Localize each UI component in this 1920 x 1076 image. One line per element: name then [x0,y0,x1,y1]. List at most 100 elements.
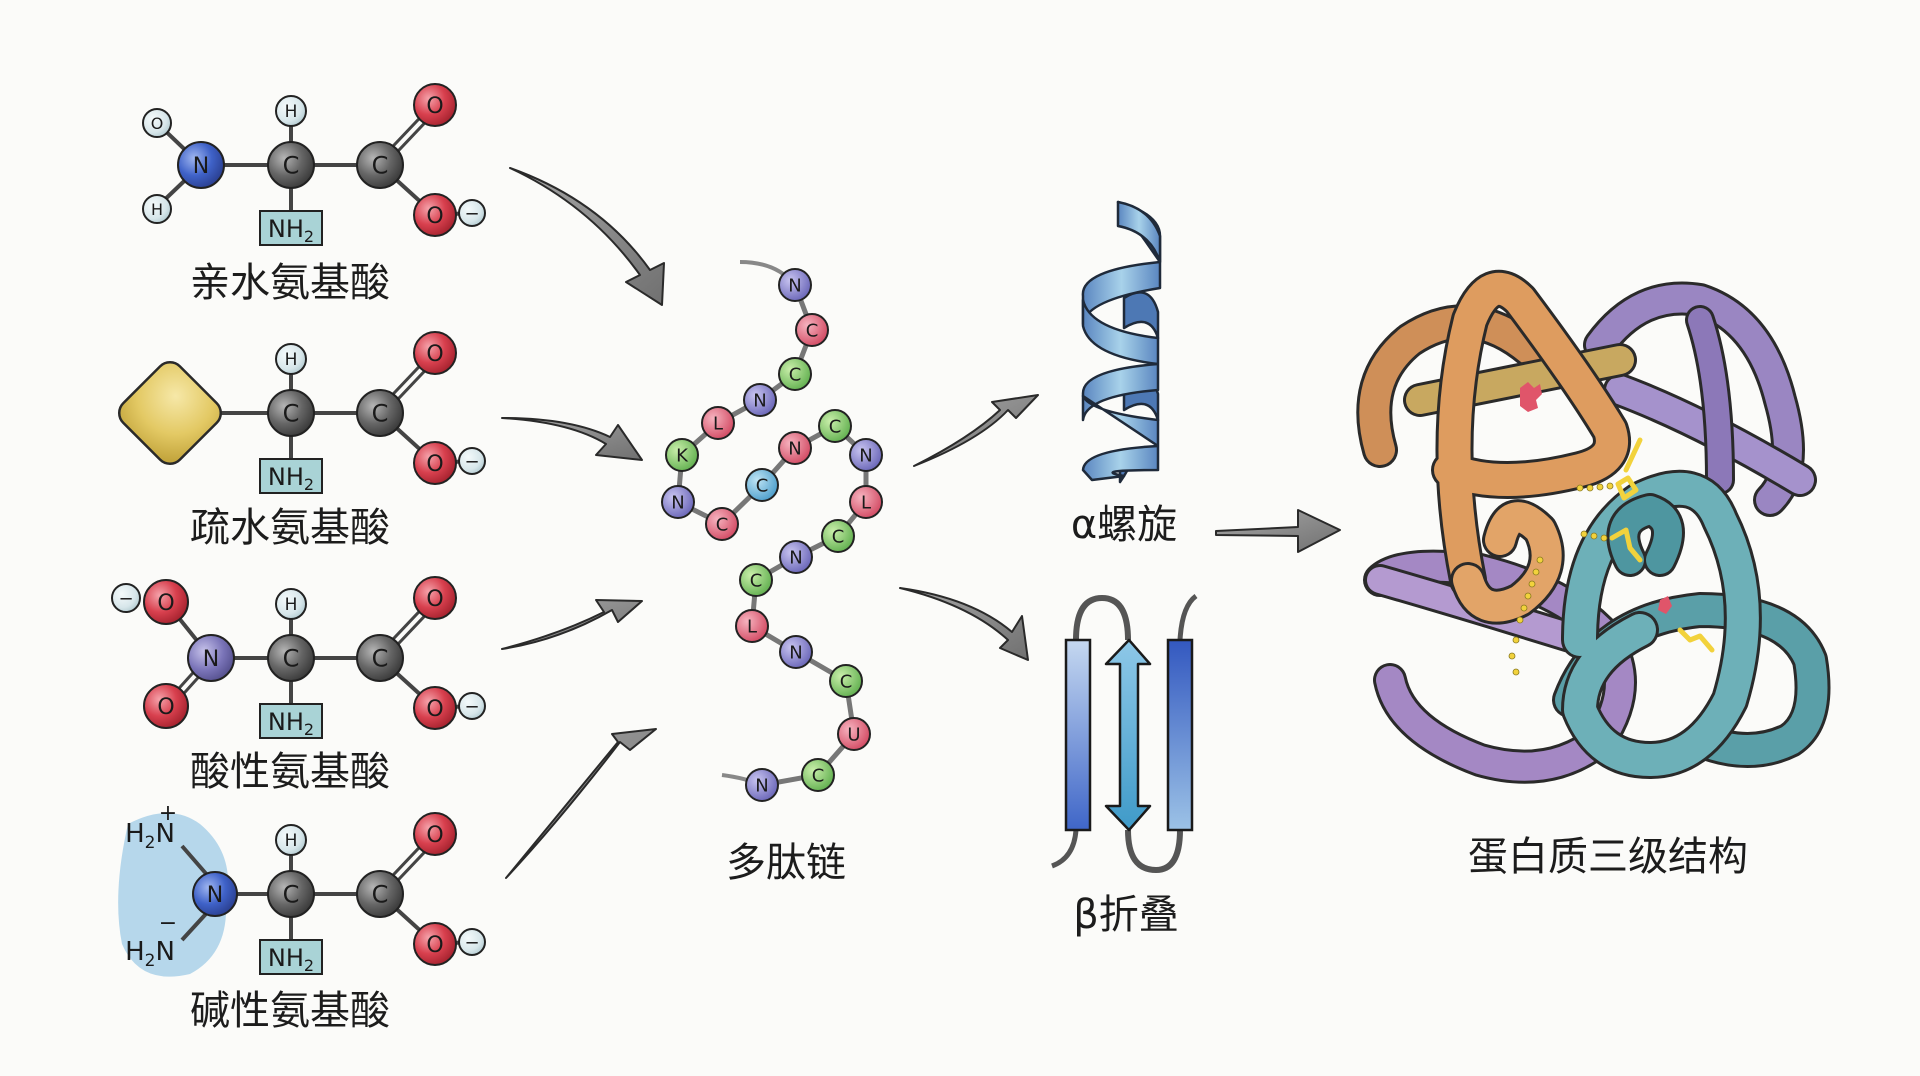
residue-c: C [745,468,779,502]
process-arrows [501,167,1341,879]
alpha-hydrogen-atom: H [275,588,307,620]
residue-n: N [778,431,812,465]
alpha-carbon-atom: C [267,141,315,189]
alpha-hydrogen-atom-sphere [275,824,307,856]
alpha-hydrogen-atom-sphere [275,588,307,620]
oxygen-atom: O [143,683,189,729]
carboxyl-carbon-atom: C [356,141,404,189]
carboxyl-carbon-atom-sphere [356,634,404,682]
carboxyl-carbon-atom: C [356,870,404,918]
residue-n-symbol: N [755,775,768,796]
carboxyl-oxygen-atom-sphere [413,686,457,730]
alpha-carbon-atom-sphere [267,634,315,682]
residue-l-sphere [849,485,883,519]
amine-box-bg [259,939,323,975]
carboxyl-oxygen-atom-symbol: O [426,697,443,722]
carboxyl-oxygen-atom: O [413,441,457,485]
oxygen-atom-sphere [143,683,189,729]
residue-c: C [801,758,835,792]
label-hydrophobic: 疏水氨基酸 [190,505,390,551]
residue-c-symbol: C [812,765,825,786]
residue-c-sphere [745,468,779,502]
arrow-hydrophilic-to-chain [509,167,665,306]
label-basic: 碱性氨基酸 [190,988,390,1034]
negative-charge: − [458,199,486,227]
oxygen-atom-sphere [143,579,189,625]
basic-side-group-cloud [118,813,229,977]
residue-c: C [778,357,812,391]
amine-bottom-group: H2N [125,937,175,971]
residue-l-sphere [701,406,735,440]
negative-charge-sphere [111,583,141,613]
carboxyl-oxygen-atom-symbol: O [426,933,443,958]
arrow-chain-to-sheet [899,587,1029,661]
oxygen-side-atom: O [142,108,172,138]
positive-charge: + [159,801,177,826]
nitrogen-atom-symbol: N [203,647,219,672]
oxygen-atom-symbol: O [157,695,174,720]
alpha-carbon-atom-symbol: C [283,645,300,673]
label-beta-sheet: β折叠 [1073,892,1179,938]
carbonyl-oxygen-atom-symbol: O [426,823,443,848]
residue-n-sphere [745,768,779,802]
residue-n-symbol: N [788,275,801,296]
residue-c-sphere [821,519,855,553]
negative-charge: − [458,928,486,956]
nitrogen-atom: N [177,141,225,189]
carbonyl-oxygen-atom: O [413,576,457,620]
negative-charge-symbol: − [118,588,133,609]
carbonyl-oxygen-atom-sphere [413,83,457,127]
residue-c: C [795,313,829,347]
helix-back-1 [1122,291,1160,340]
residue-c-sphere [795,313,829,347]
carboxyl-oxygen-atom-sphere [413,193,457,237]
negative-charge: − [159,911,177,936]
hydrogen-bond-dots [1508,482,1614,676]
residue-u: U [837,717,871,751]
arrow-basic-to-chain [505,728,657,879]
carboxyl-carbon-atom: C [356,389,404,437]
helix-front-2 [1081,298,1160,422]
residue-k-symbol: K [676,445,689,466]
carboxyl-oxygen-atom: O [413,686,457,730]
carboxyl-oxygen-atom: O [413,193,457,237]
carboxyl-carbon-atom-sphere [356,870,404,918]
residue-c: C [818,409,852,443]
residue-c-sphere [801,758,835,792]
amine-group-box: NH2 [259,210,323,246]
residue-n-sphere [778,268,812,302]
alpha-carbon-atom: C [267,870,315,918]
residue-l-symbol: L [747,616,757,637]
carboxyl-carbon-atom-symbol: C [372,400,389,428]
residue-l-sphere [735,609,769,643]
label-acidic: 酸性氨基酸 [190,749,390,795]
hydrogen-side-atom-symbol: H [151,200,163,219]
sheet-strand-right [1166,638,1194,832]
carboxyl-oxygen-atom-symbol: O [426,452,443,477]
alpha-carbon-atom-symbol: C [283,881,300,909]
residue-c-sphere [829,664,863,698]
residue-n-symbol: N [859,445,872,466]
label-polypeptide: 多肽链 [726,840,846,886]
teal-red-patch [1658,596,1672,614]
residue-n: N [779,635,813,669]
alpha-carbon-atom-sphere [267,141,315,189]
alpha-carbon-atom: C [267,634,315,682]
nitrogen-atom-sphere [192,871,238,917]
residue-n: N [849,438,883,472]
carbonyl-oxygen-atom: O [413,83,457,127]
nitrogen-atom-sphere [187,634,235,682]
teal-chain [1552,469,1831,779]
alpha-carbon-atom-symbol: C [283,400,300,428]
alpha-hydrogen-atom: H [275,95,307,127]
carboxyl-oxygen-atom-symbol: O [426,204,443,229]
tertiary-structure-illustration [1356,269,1831,784]
label-alpha-helix: α螺旋 [1071,502,1177,548]
nitrogen-atom-sphere [177,141,225,189]
hydrogen-side-atom-sphere [142,194,172,224]
carbonyl-oxygen-atom: O [413,812,457,856]
residue-n-sphere [849,438,883,472]
